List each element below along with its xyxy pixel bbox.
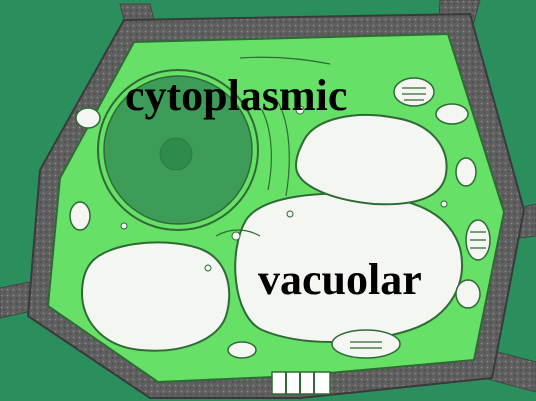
- vacuole-left: [82, 242, 229, 350]
- label-cytoplasmic: cytoplasmic: [125, 74, 347, 118]
- chloroplast-right: [436, 104, 468, 124]
- label-vacuolar: vacuolar: [258, 258, 422, 302]
- organelle-right-3: [456, 280, 480, 308]
- organelle-top-left: [76, 108, 100, 128]
- vacuole-upper: [296, 115, 447, 204]
- organelle-right-1: [456, 158, 476, 186]
- chloroplast-bottom: [332, 330, 400, 358]
- pit-field: [272, 372, 330, 394]
- nucleolus: [160, 138, 192, 170]
- organelle-bottom: [228, 342, 256, 358]
- chloroplast-top-right: [394, 78, 434, 106]
- mitochondrion-left: [70, 202, 90, 230]
